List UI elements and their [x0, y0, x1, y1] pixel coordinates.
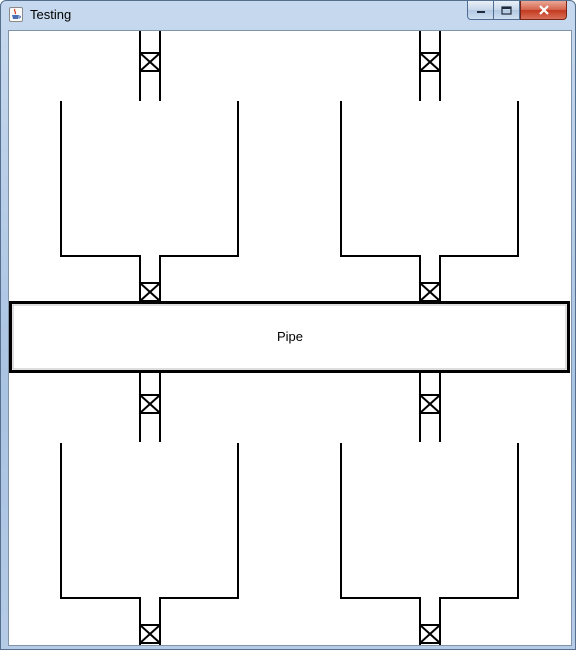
minimize-icon	[476, 11, 485, 13]
java-cup-icon[interactable]	[9, 7, 23, 22]
drawing-canvas: Pipe	[8, 30, 572, 646]
pipe[interactable]	[9, 301, 570, 373]
maximize-button[interactable]	[494, 1, 520, 20]
minimize-button[interactable]	[467, 1, 494, 20]
close-icon	[538, 5, 549, 15]
window-title: Testing	[30, 7, 72, 22]
maximize-icon	[501, 5, 512, 15]
tank-bottom-right	[340, 372, 519, 645]
tank-bottom-left	[60, 372, 239, 645]
close-button[interactable]	[520, 1, 567, 20]
pipe-scene	[9, 31, 570, 645]
tank-top-left	[60, 31, 239, 303]
title-bar[interactable]: Testing	[1, 1, 575, 29]
tank-top-right	[340, 31, 519, 303]
